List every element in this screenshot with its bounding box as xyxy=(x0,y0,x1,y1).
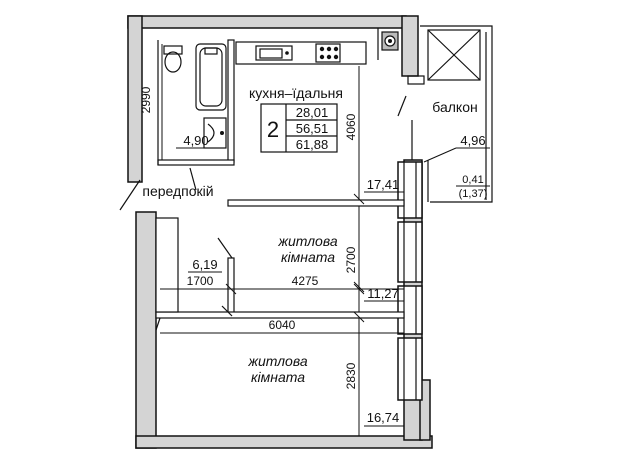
balcony-door xyxy=(397,95,407,117)
balcony-cabinet xyxy=(427,29,481,81)
living2-door xyxy=(155,317,161,331)
window-living2 xyxy=(397,337,423,401)
living2-area: 16,74 xyxy=(367,410,400,425)
area-labels: 4,90 4,96 0,41 (1,37) 17,41 6,19 11,27 1… xyxy=(183,133,487,425)
living2-name-line2: кімната xyxy=(251,369,305,385)
toilet-tank xyxy=(163,45,183,55)
dim-living1-height: 2700 xyxy=(344,246,358,273)
total-area: 56,51 xyxy=(296,121,329,136)
room-labels: кухня–їдальня балкон передпокій житлова … xyxy=(142,85,477,385)
top-wall xyxy=(127,15,407,29)
bottom-wall xyxy=(135,435,433,449)
window-kitchen xyxy=(397,161,423,219)
dim-kitchen-height: 4060 xyxy=(344,113,358,140)
kitchen-counter xyxy=(235,41,367,65)
living1-name-line1: житлова xyxy=(277,233,337,249)
bathroom-door xyxy=(189,167,197,191)
dim-living2-height: 2830 xyxy=(344,362,358,389)
living2-name-line1: житлова xyxy=(247,353,307,369)
dimension-lines xyxy=(160,44,490,436)
living1-name-line2: кімната xyxy=(281,249,335,265)
wall-kitchen-living xyxy=(227,199,405,207)
doors xyxy=(119,167,233,331)
living1-door xyxy=(217,237,233,259)
kitchen-area: 17,41 xyxy=(367,177,400,192)
left-upper-wall xyxy=(127,15,143,183)
dim-living2-width: 6040 xyxy=(269,318,296,332)
balcony-reduced-area: (1,37) xyxy=(459,188,488,200)
dim-living1-width: 4275 xyxy=(292,274,319,288)
dim-hall-width: 1700 xyxy=(187,274,214,288)
fixtures xyxy=(163,31,399,149)
hall-name: передпокій xyxy=(142,183,213,199)
living1-area: 11,27 xyxy=(367,286,399,301)
hall-area: 6,19 xyxy=(192,257,217,272)
rooms-count: 2 xyxy=(267,117,279,142)
living-area: 28,01 xyxy=(296,105,329,120)
bathroom-area: 4,90 xyxy=(183,133,208,148)
total-with-balcony: 61,88 xyxy=(296,137,329,152)
dim-bath-height: 2990 xyxy=(139,86,153,113)
toilet-icon xyxy=(164,51,182,73)
balcony-coef: 0,41 xyxy=(462,174,483,186)
dimension-labels: 2990 4060 2700 2830 1700 4275 6040 xyxy=(139,86,358,389)
balcony-name: балкон xyxy=(432,99,477,115)
window-middle xyxy=(397,285,423,335)
sink-icon xyxy=(255,45,293,61)
left-lower-wall xyxy=(135,211,157,449)
bathtub-icon xyxy=(195,43,227,111)
windows xyxy=(397,161,423,401)
balcony-area: 4,96 xyxy=(460,133,485,148)
entrance-door xyxy=(119,179,141,211)
area-summary: 2 28,01 56,51 61,88 xyxy=(260,103,338,153)
kitchen-name: кухня–їдальня xyxy=(249,85,343,101)
stove-icon xyxy=(315,43,341,63)
balcony xyxy=(397,25,493,203)
right-wall-bottom xyxy=(419,379,431,441)
right-wall-top xyxy=(401,15,419,77)
window-living1 xyxy=(397,221,423,283)
summary-box xyxy=(260,103,338,153)
